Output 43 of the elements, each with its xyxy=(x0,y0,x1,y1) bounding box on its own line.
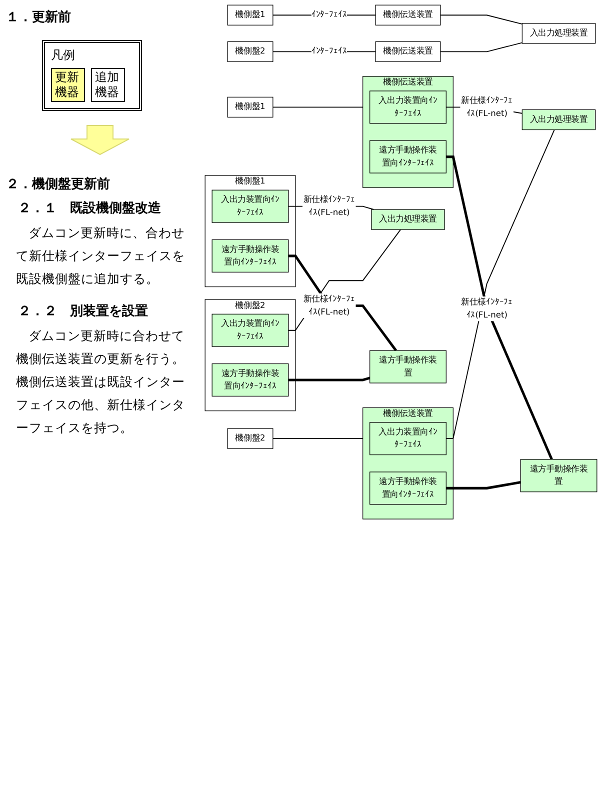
description-text: ダムコン更新時に合わせて機側伝送装置の更新を行う。機側伝送装置は既設インターフェイスの他、新仕様インターフェイスを持つ。 xyxy=(16,327,186,438)
node-box: 遠方手動操作装置向ｲﾝﾀｰﾌｪｲｽ xyxy=(370,140,446,174)
node-box: 遠方手動操作装置向ｲﾝﾀｰﾌｪｲｽ xyxy=(212,239,289,272)
connector xyxy=(440,14,523,25)
edge-label: 新仕様ｲﾝﾀｰﾌｪｲｽ(FL-net) xyxy=(461,298,513,320)
node-box: 機側盤2 xyxy=(227,428,274,449)
node-box: 遠方手動操作装置向ｲﾝﾀｰﾌｪｲｽ xyxy=(370,472,446,505)
connector xyxy=(288,376,370,382)
connector xyxy=(272,106,364,108)
edge-label: 新仕様ｲﾝﾀｰﾌｪｲｽ(FL-net) xyxy=(303,294,355,317)
connector xyxy=(446,156,553,460)
node-box: 遠方手動操作装置 xyxy=(370,350,446,384)
subsection-heading: ２．１ 既設機側盤改造 xyxy=(18,200,161,218)
node-box: 遠方手動操作装置向ｲﾝﾀｰﾌｪｲｽ xyxy=(212,363,289,397)
edge-label: 新仕様ｲﾝﾀｰﾌｪｲｽ(FL-net) xyxy=(461,96,513,118)
connector xyxy=(446,481,521,490)
description-text: ダムコン更新時に、合わせて新仕様インターフェイスを既設機側盤に追加する。 xyxy=(16,224,186,288)
connector xyxy=(288,254,398,352)
legend-label: 更新機器 xyxy=(55,70,80,100)
node-box: 入出力装置向ｲﾝﾀｰﾌｪｲｽ xyxy=(212,314,289,347)
node-box: 機側盤1 xyxy=(227,96,274,118)
node-box: 遠方手動操作装置 xyxy=(520,459,598,492)
edge-label: ｲﾝﾀｰﾌｪｲｽ xyxy=(311,10,347,20)
node-box: 入出力装置向ｲﾝﾀｰﾌｪｲｽ xyxy=(212,190,289,223)
node-box: 機側伝送装置 xyxy=(375,41,441,62)
node-box: 機側盤2 xyxy=(227,41,274,62)
node-box: 入出力処理装置 xyxy=(371,209,445,230)
subsection-heading: ２．２ 別装置を設置 xyxy=(18,303,148,320)
legend-title: 凡例 xyxy=(51,47,75,64)
edge-label: ｲﾝﾀｰﾌｪｲｽ xyxy=(311,46,347,56)
node-box: 入出力装置向ｲﾝﾀｰﾌｪｲｽ xyxy=(370,422,446,456)
edge-label: 新仕様ｲﾝﾀｰﾌｪｲｽ(FL-net) xyxy=(303,195,355,218)
node-box: 入出力処理装置 xyxy=(522,23,596,44)
node-box: 入出力処理装置 xyxy=(522,109,596,130)
node-box: 入出力装置向ｲﾝﾀｰﾌｪｲｽ xyxy=(370,90,446,124)
section-heading: １．更新前 xyxy=(6,8,71,26)
section-heading: ２．機側盤更新前 xyxy=(6,176,110,194)
legend-label: 追加機器 xyxy=(95,70,120,100)
node-box: 機側伝送装置 xyxy=(375,4,441,26)
connector xyxy=(446,129,555,440)
connector xyxy=(272,438,364,440)
connector xyxy=(440,42,523,52)
node-box: 機側盤1 xyxy=(227,4,274,26)
